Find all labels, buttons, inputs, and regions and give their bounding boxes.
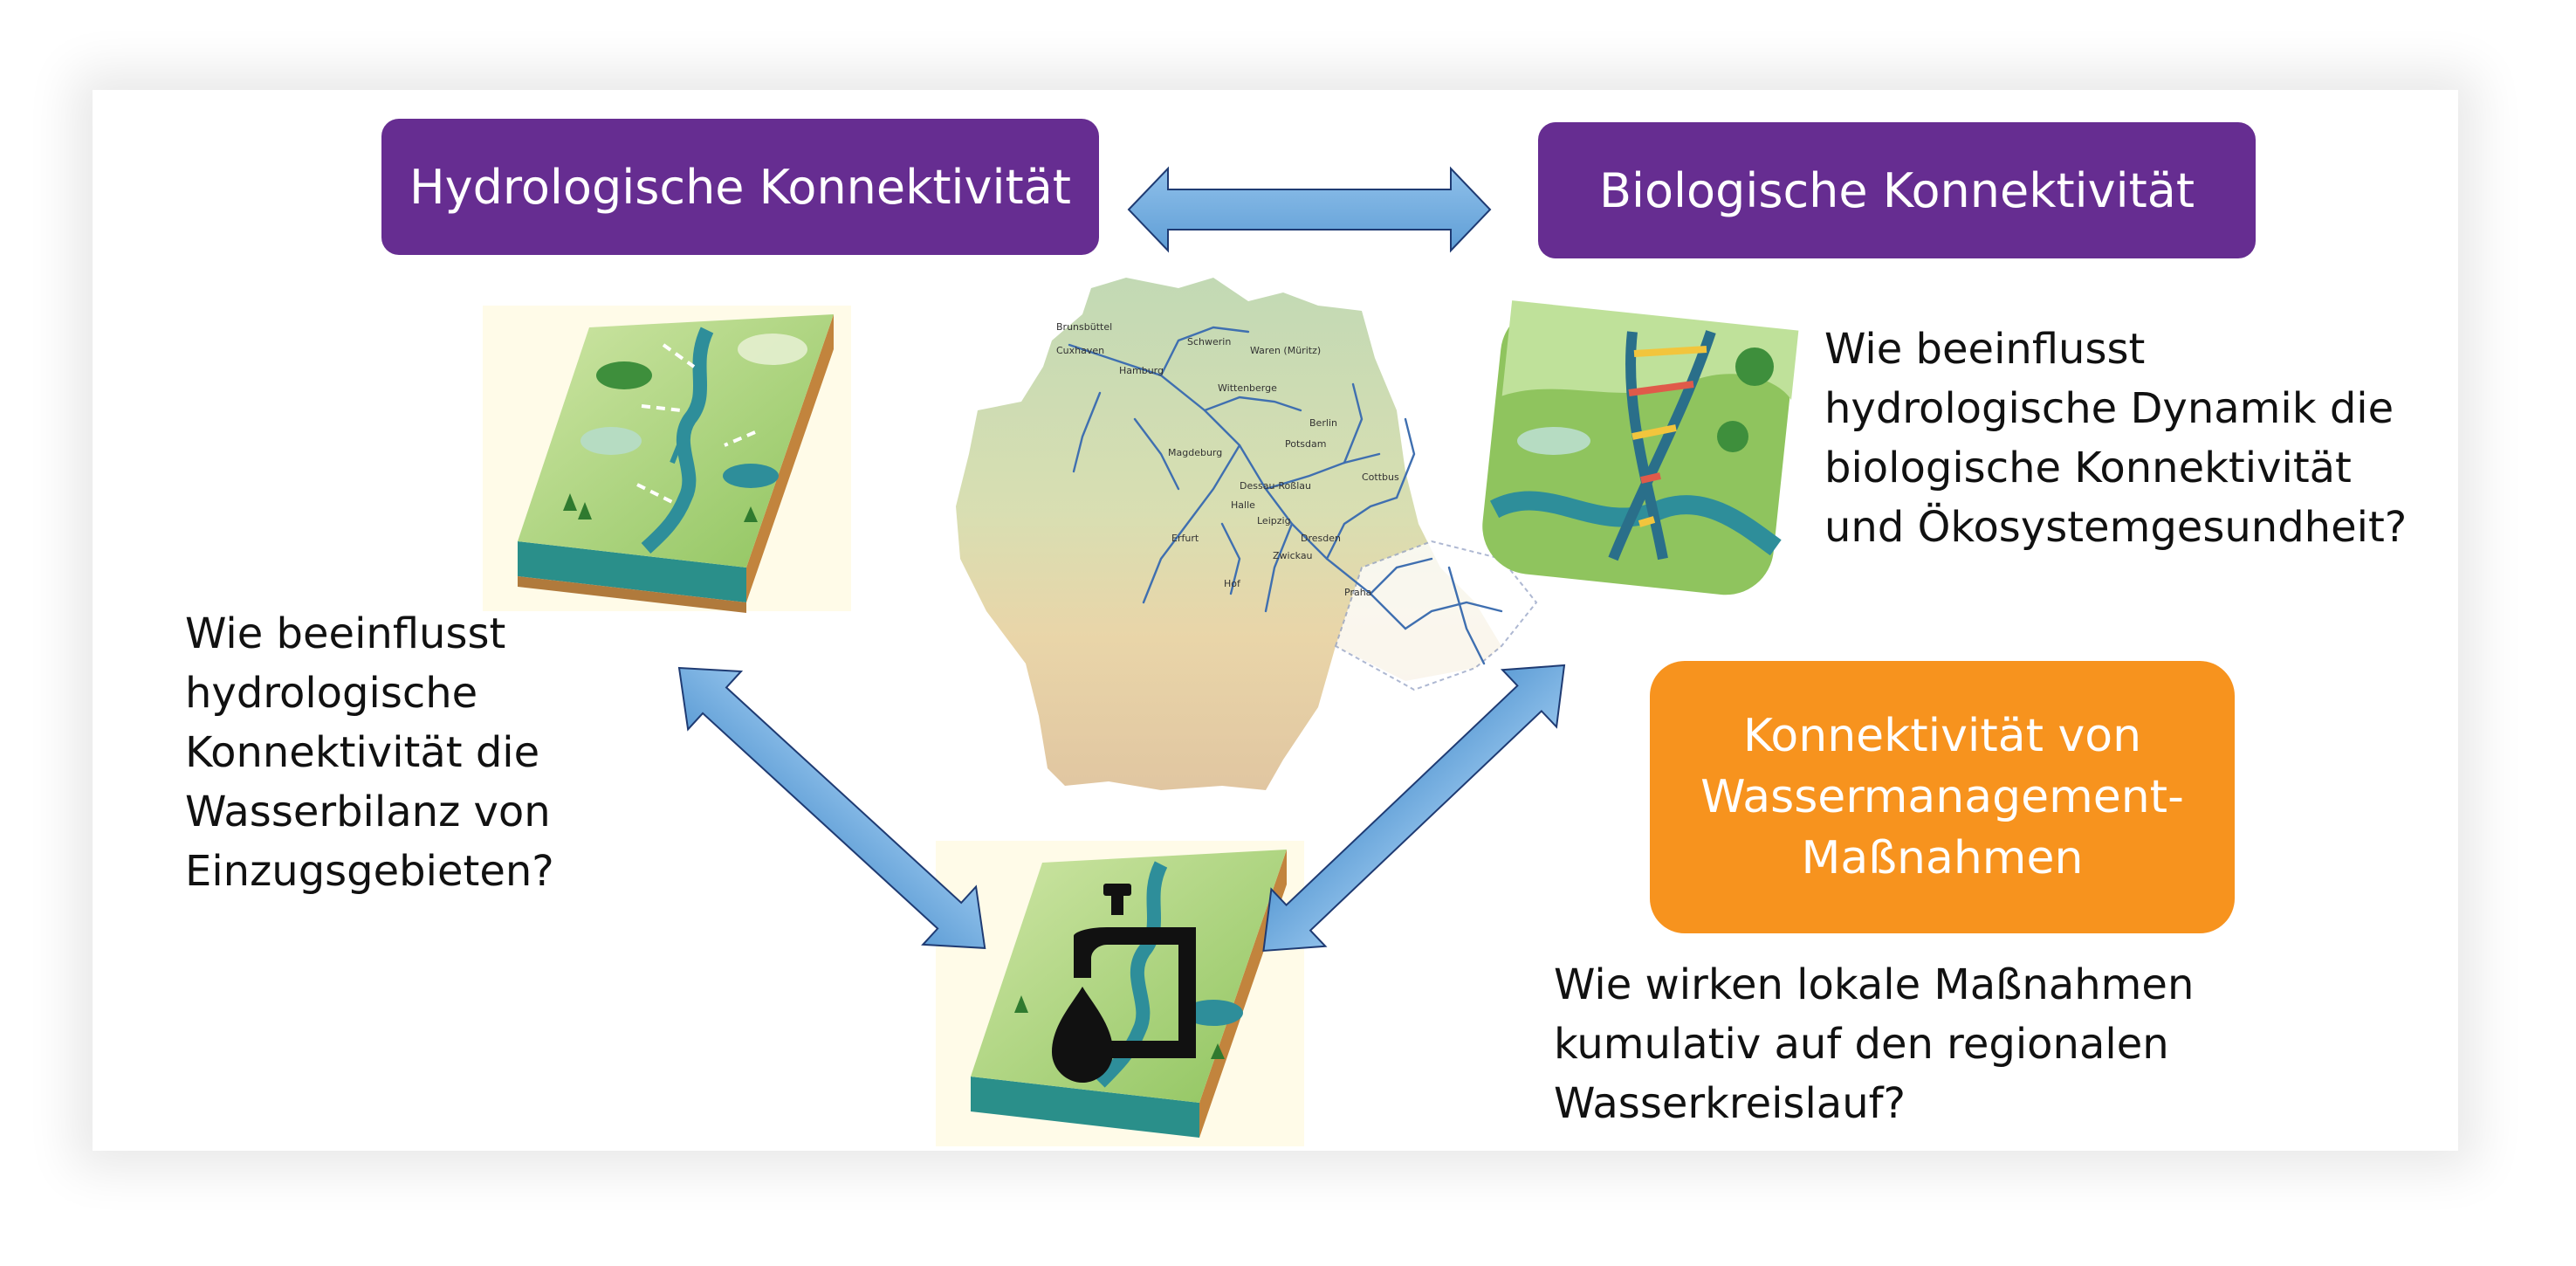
question-line: Wasserkreislauf? — [1554, 1079, 1906, 1128]
mgmt-question: Wie wirken lokale Maßnahmen kumulativ au… — [1554, 955, 2194, 1133]
hydro-question: Wie beeinflusst hydrologische Konnektivi… — [185, 604, 554, 901]
question-line: und Ökosystemgesundheit? — [1824, 503, 2408, 552]
question-line: hydrologische Dynamik die — [1824, 384, 2394, 433]
city-label: Halle — [1231, 499, 1255, 511]
question-line: Wie beeinflusst — [185, 609, 506, 658]
city-label: Praha — [1344, 587, 1371, 598]
double-arrow-bio-tap — [1262, 664, 1566, 953]
hydro-connectivity-box: Hydrologische Konnektivität — [381, 119, 1099, 255]
bio-connectivity-box: Biologische Konnektivität — [1538, 122, 2256, 258]
city-label: Leipzig — [1257, 515, 1291, 526]
city-label: Cottbus — [1362, 471, 1399, 483]
question-line: hydrologische — [185, 669, 478, 718]
landscape-hydro-icon — [483, 306, 851, 613]
city-label: Dresden — [1301, 533, 1341, 544]
question-line: Konnektivität die — [185, 728, 540, 777]
city-label: Waren (Müritz) — [1250, 345, 1321, 356]
city-label: Hamburg — [1119, 365, 1164, 376]
city-label: Berlin — [1309, 417, 1337, 429]
question-line: Wasserbilanz von — [185, 788, 551, 836]
city-label: Dessau-Roßlau — [1240, 480, 1311, 492]
city-label: Cuxhaven — [1056, 345, 1104, 356]
city-label: Schwerin — [1187, 336, 1231, 347]
question-line: Wie beeinflusst — [1824, 325, 2146, 374]
city-label: Potsdam — [1285, 438, 1326, 450]
germany-outline — [956, 278, 1501, 790]
question-line: Einzugsgebieten? — [185, 847, 554, 896]
city-label: Erfurt — [1171, 533, 1199, 544]
faucet-landscape-icon — [936, 841, 1304, 1146]
double-arrow-hydro-tap — [677, 666, 986, 949]
city-label: Brunsbüttel — [1056, 321, 1112, 333]
river-network — [1068, 326, 1503, 665]
water-management-box: Konnektivität von Wassermanagement- Maßn… — [1650, 661, 2235, 933]
city-label: Zwickau — [1273, 550, 1313, 561]
germany-elbe-map: Brunsbüttel Cuxhaven Hamburg Schwerin Wa… — [956, 278, 1538, 790]
city-label: Hof — [1224, 578, 1241, 589]
question-line: kumulativ auf den regionalen — [1554, 1020, 2169, 1069]
city-labels: Brunsbüttel Cuxhaven Hamburg Schwerin Wa… — [1056, 321, 1399, 598]
faucet-icon — [1052, 884, 1196, 1083]
question-line: Wie wirken lokale Maßnahmen — [1554, 960, 2195, 1009]
city-label: Wittenberge — [1218, 382, 1277, 394]
dna-landscape-icon — [1482, 300, 1799, 595]
city-label: Magdeburg — [1168, 447, 1222, 458]
bio-question: Wie beeinflusst hydrologische Dynamik di… — [1824, 320, 2407, 557]
double-arrow-hydro-bio — [1127, 166, 1492, 253]
question-line: biologische Konnektivität — [1824, 444, 2352, 492]
